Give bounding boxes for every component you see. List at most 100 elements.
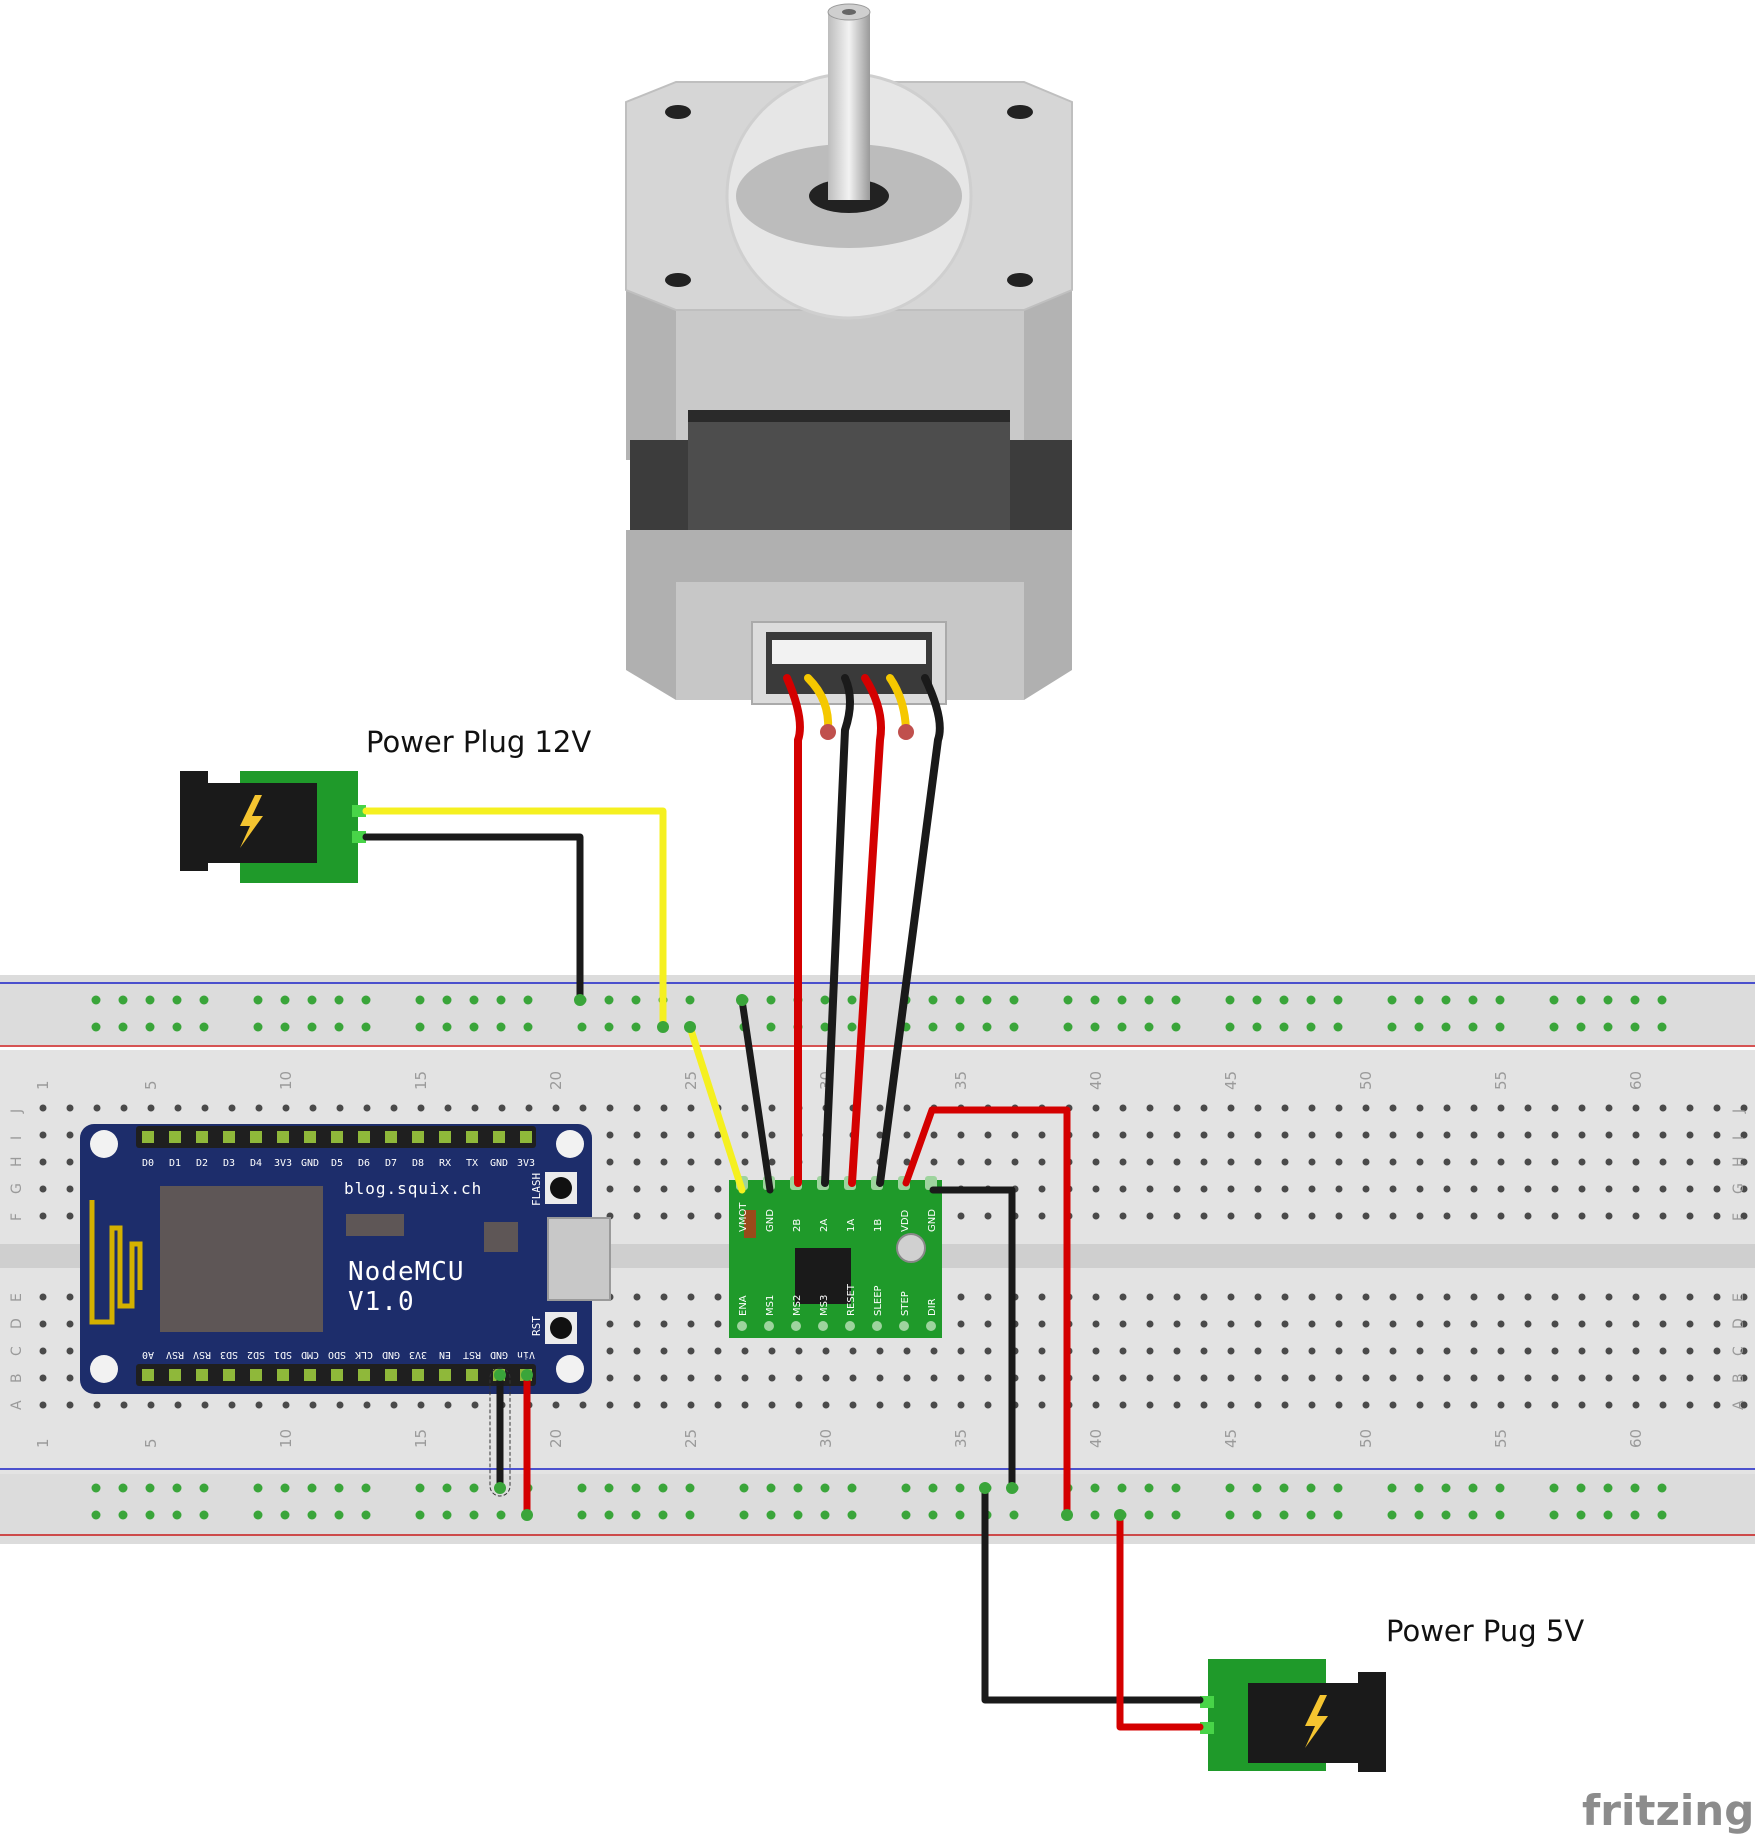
- rail-hole: [1549, 1483, 1559, 1493]
- header-pin: [466, 1131, 478, 1143]
- breadboard-hole: [741, 1131, 749, 1139]
- rail-hole: [307, 1510, 317, 1520]
- driver-pin: [872, 1321, 882, 1331]
- rail-hole: [685, 995, 695, 1005]
- rail-hole: [361, 995, 371, 1005]
- breadboard-hole: [1092, 1212, 1100, 1220]
- rail-hole: [1144, 1483, 1154, 1493]
- breadboard-hole: [633, 1212, 641, 1220]
- rail-hole: [1117, 995, 1127, 1005]
- nodemcu-pin-label: GND: [490, 1158, 508, 1169]
- breadboard-hole: [957, 1212, 965, 1220]
- breadboard-hole: [39, 1185, 47, 1193]
- column-number: 60: [1627, 1071, 1645, 1090]
- breadboard-hole: [1281, 1320, 1289, 1328]
- row-letter: E: [9, 1293, 25, 1302]
- breadboard-hole: [1389, 1158, 1397, 1166]
- rail-hole: [253, 1483, 263, 1493]
- breadboard-hole: [390, 1401, 398, 1409]
- rail-hole: [415, 1510, 425, 1520]
- driver-pin-label: GND: [927, 1209, 938, 1232]
- column-number: 10: [277, 1429, 295, 1448]
- header-pin: [250, 1131, 262, 1143]
- rail-hole: [1090, 1483, 1100, 1493]
- breadboard-hole: [1470, 1131, 1478, 1139]
- breadboard-hole: [1092, 1185, 1100, 1193]
- breadboard-hole: [1362, 1401, 1370, 1409]
- rail-hole: [1090, 995, 1100, 1005]
- breadboard-hole: [1173, 1401, 1181, 1409]
- header-pin: [331, 1131, 343, 1143]
- rail-hole: [1225, 1510, 1235, 1520]
- breadboard-hole: [660, 1347, 668, 1355]
- breadboard-hole: [930, 1131, 938, 1139]
- breadboard-hole: [1713, 1158, 1721, 1166]
- breadboard-hole: [120, 1104, 128, 1112]
- breadboard-hole: [1173, 1104, 1181, 1112]
- driver-pin-label: MS2: [792, 1295, 803, 1316]
- breadboard-hole: [1443, 1401, 1451, 1409]
- wire-coil-1a: [848, 674, 885, 1187]
- rail-hole: [1279, 995, 1289, 1005]
- breadboard-hole: [174, 1401, 182, 1409]
- rail-hole: [1603, 1483, 1613, 1493]
- breadboard-hole: [1713, 1374, 1721, 1382]
- rail-hole: [847, 995, 857, 1005]
- rail-hole: [1306, 995, 1316, 1005]
- breadboard-hole: [1551, 1185, 1559, 1193]
- rail-hole: [1171, 1483, 1181, 1493]
- breadboard-hole: [633, 1347, 641, 1355]
- breadboard-hole: [1308, 1374, 1316, 1382]
- nodemcu-pin-label: SD3: [220, 1349, 238, 1360]
- nodemcu-pin-label: Vin: [517, 1349, 535, 1360]
- breadboard-hole: [1281, 1347, 1289, 1355]
- header-pin: [439, 1369, 451, 1381]
- rail-hole: [1252, 1483, 1262, 1493]
- breadboard-hole: [1389, 1320, 1397, 1328]
- breadboard-hole: [444, 1401, 452, 1409]
- breadboard-hole: [1443, 1185, 1451, 1193]
- rail-hole: [91, 1022, 101, 1032]
- breadboard-hole: [1281, 1185, 1289, 1193]
- breadboard-hole: [876, 1104, 884, 1112]
- rail-hole: [1549, 1022, 1559, 1032]
- column-number: 40: [1087, 1071, 1105, 1090]
- breadboard-hole: [363, 1104, 371, 1112]
- breadboard-hole: [1524, 1320, 1532, 1328]
- breadboard-hole: [228, 1401, 236, 1409]
- rail-hole: [1603, 995, 1613, 1005]
- rail-hole: [469, 1483, 479, 1493]
- breadboard-hole: [1632, 1374, 1640, 1382]
- breadboard-hole: [39, 1293, 47, 1301]
- breadboard-hole: [417, 1401, 425, 1409]
- rail-hole: [766, 1483, 776, 1493]
- breadboard-hole: [1227, 1374, 1235, 1382]
- breadboard-hole: [1389, 1131, 1397, 1139]
- row-letter: A: [1731, 1400, 1747, 1410]
- rail-hole: [820, 1022, 830, 1032]
- rail-hole: [334, 1022, 344, 1032]
- rail-hole: [604, 1510, 614, 1520]
- wire-vdd: [902, 1106, 1071, 1519]
- breadboard-hole: [1713, 1347, 1721, 1355]
- breadboard-hole: [849, 1401, 857, 1409]
- row-letter: I: [1731, 1136, 1747, 1140]
- rail-hole: [1009, 1510, 1019, 1520]
- breadboard-hole: [984, 1158, 992, 1166]
- breadboard-hole: [1659, 1401, 1667, 1409]
- breadboard-hole: [1605, 1212, 1613, 1220]
- rail-hole: [280, 1510, 290, 1520]
- power-jack-5v: [1200, 1659, 1386, 1772]
- breadboard-hole: [1443, 1374, 1451, 1382]
- breadboard-hole: [1173, 1347, 1181, 1355]
- breadboard-hole: [228, 1104, 236, 1112]
- breadboard-hole: [1578, 1185, 1586, 1193]
- breadboard-hole: [1308, 1185, 1316, 1193]
- driver-pin-label: 2A: [819, 1219, 830, 1232]
- nodemcu-pin-label: RX: [439, 1158, 451, 1169]
- rail-hole: [280, 995, 290, 1005]
- column-number: 35: [952, 1071, 970, 1090]
- breadboard-hole: [1605, 1131, 1613, 1139]
- breadboard-hole: [1524, 1401, 1532, 1409]
- breadboard-hole: [1254, 1320, 1262, 1328]
